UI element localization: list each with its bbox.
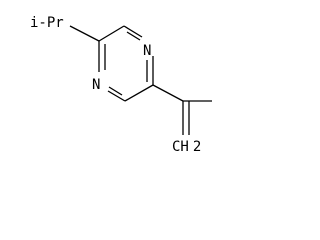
nitrogen-bottom-label: N <box>92 77 100 93</box>
ring-bond-c2-n1 <box>123 25 143 38</box>
nitrogen-top-label: N <box>143 43 151 59</box>
bond-ring-vinyl <box>152 84 184 102</box>
ring-bond-c1-c2 <box>98 25 125 42</box>
methylene-subscript-text: 2 <box>193 139 201 155</box>
bond-ipr-ring <box>69 25 100 42</box>
ring-bond-c4-n2 <box>107 90 126 102</box>
ring-bond-c4-n2-inner <box>108 86 123 96</box>
ring-bond-c2-n1-inner <box>126 31 141 41</box>
methylene-ch-text: CH <box>172 139 189 155</box>
ring-bond-c3-c4 <box>124 84 154 102</box>
isopropyl-label: i-Pr <box>30 15 64 31</box>
